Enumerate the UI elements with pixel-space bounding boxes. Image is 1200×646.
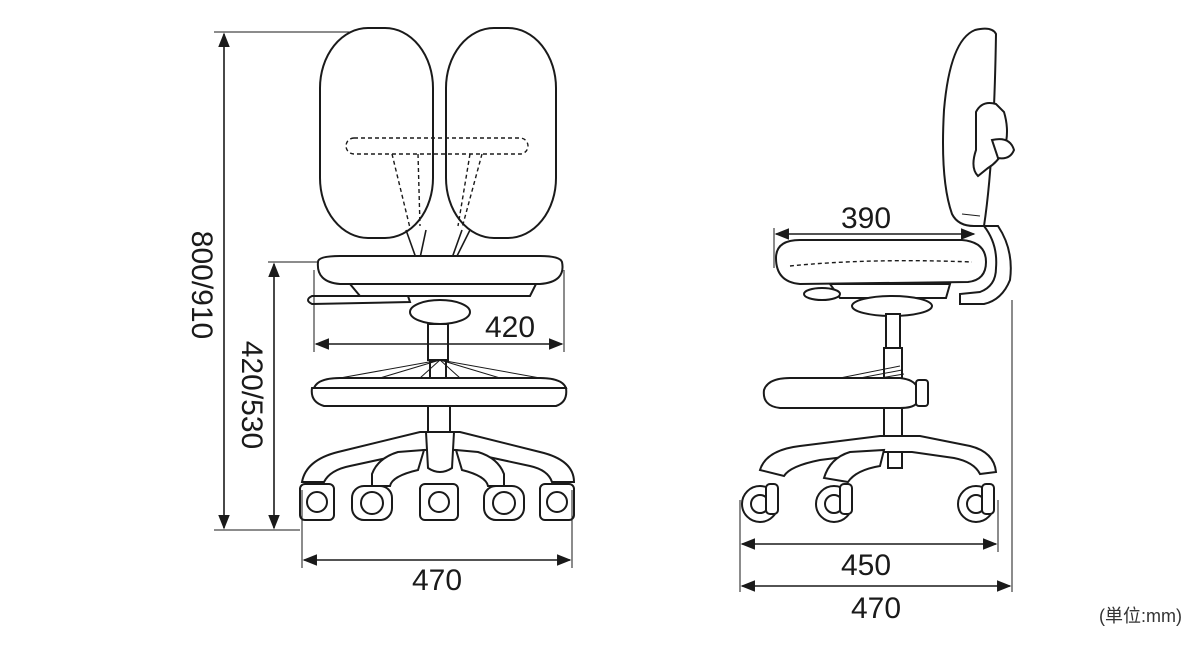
front-base-leg-inner-left	[371, 448, 426, 487]
front-caster-2	[351, 485, 393, 521]
side-footrest	[762, 377, 920, 409]
front-footrest	[310, 387, 568, 407]
front-footrest-top	[312, 377, 568, 389]
front-caster-5	[539, 483, 575, 521]
front-dimensions: 800/910 420/530 420 470	[185, 31, 573, 597]
front-backrest-left-pad	[319, 27, 434, 239]
front-footrest-ribs	[339, 359, 541, 379]
seat-height-label: 420/530	[235, 341, 268, 449]
side-backrest-edge	[961, 213, 981, 217]
base-depth-inner-label: 450	[841, 549, 891, 582]
front-view-chair	[299, 27, 576, 521]
front-gas-cylinder-upper	[427, 323, 449, 361]
front-base-leg-inner-right	[454, 448, 505, 487]
base-width-label: 470	[412, 564, 462, 597]
front-backrest-right-pad	[445, 27, 557, 239]
side-caster-1	[741, 483, 779, 523]
front-back-support-posts	[405, 229, 471, 259]
side-seat	[774, 239, 988, 286]
side-back-post	[959, 225, 1012, 305]
front-backrest-hidden-stays	[391, 153, 483, 229]
side-footrest-ribs	[839, 365, 905, 379]
side-column-lower	[883, 407, 903, 437]
front-seat-mechanism	[347, 283, 538, 297]
front-caster-4	[483, 485, 525, 521]
front-base-hub	[424, 431, 456, 473]
side-caster-3	[957, 483, 995, 523]
side-seat-hidden-line	[789, 259, 973, 267]
seat-width-label: 420	[485, 311, 535, 344]
side-dimensions: 390 450 470	[739, 202, 1013, 625]
side-gas-cylinder-upper	[885, 313, 901, 349]
side-footrest-knob	[915, 379, 929, 407]
front-seat	[316, 255, 564, 285]
side-back-adjust-knob-front	[990, 138, 1016, 160]
side-base	[758, 435, 998, 478]
front-base-star	[300, 431, 576, 483]
unit-note: (単位:mm)	[1099, 606, 1182, 626]
seat-depth-label: 390	[841, 202, 891, 235]
front-column-lower	[427, 405, 451, 433]
side-lever	[803, 287, 841, 301]
height-total-label: 800/910	[185, 231, 218, 339]
front-mechanism-plate	[409, 299, 471, 325]
side-view-chair	[741, 27, 1016, 523]
base-depth-outer-label: 470	[851, 592, 901, 625]
side-backrest	[942, 27, 998, 227]
front-height-lever	[307, 295, 412, 306]
side-base-hub	[887, 451, 903, 469]
front-caster-3	[419, 483, 459, 521]
side-caster-2	[815, 483, 853, 523]
side-base-inner-leg	[822, 448, 886, 484]
front-caster-1	[299, 483, 335, 521]
front-backrest-hidden-frame	[345, 137, 529, 155]
